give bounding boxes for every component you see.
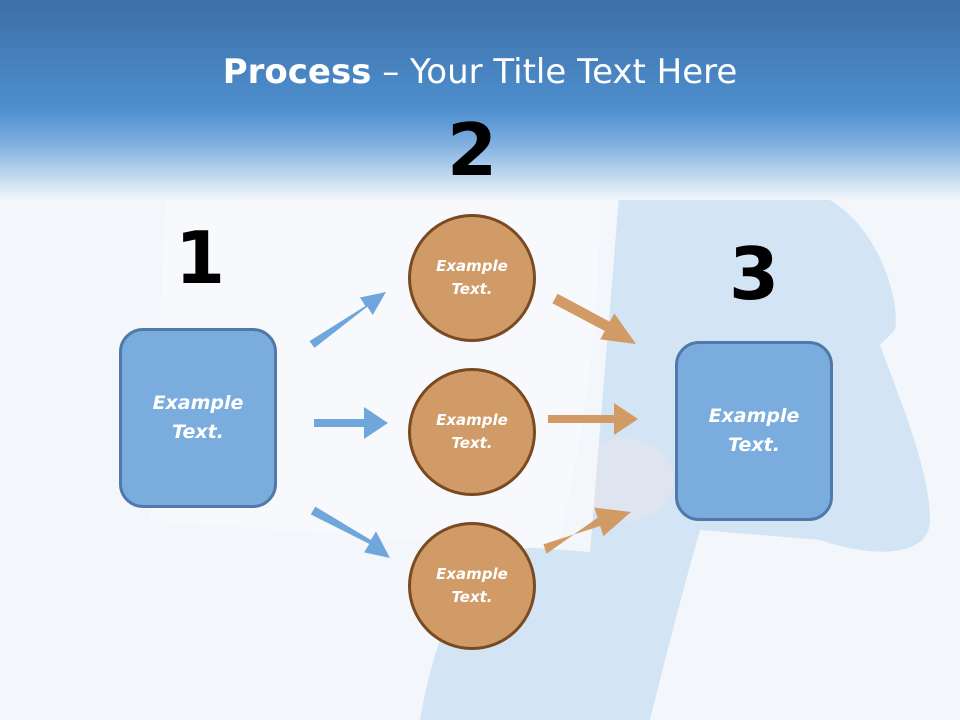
arrow-circle-middle-to-box3-icon [548, 403, 638, 435]
step-number-3: 3 [728, 232, 780, 316]
step-2-circle-bottom: Example Text. [408, 522, 536, 650]
title-bold: Process [222, 52, 372, 92]
circle-top-label: Example Text. [436, 257, 508, 298]
arrow-box1-to-circle-top-icon [309, 292, 386, 348]
title-rest: – Your Title Text Here [371, 52, 738, 92]
arrow-box1-to-circle-bottom-icon [310, 506, 390, 558]
step-number-1: 1 [174, 216, 226, 300]
step-3-box: Example Text. [675, 341, 833, 521]
step-3-label: Example Text. [708, 405, 800, 456]
circle-bottom-label: Example Text. [436, 565, 508, 606]
arrow-circle-top-to-box3-icon [552, 293, 636, 344]
arrow-box1-to-circle-middle-icon [314, 407, 388, 439]
step-2-circle-top: Example Text. [408, 214, 536, 342]
step-1-box: Example Text. [119, 328, 277, 508]
step-number-2: 2 [446, 108, 498, 192]
slide-title: Process – Your Title Text Here [0, 52, 960, 92]
step-2-circle-middle: Example Text. [408, 368, 536, 496]
step-1-label: Example Text. [152, 392, 244, 443]
arrow-circle-bottom-to-box3-icon [543, 507, 631, 554]
circle-middle-label: Example Text. [436, 411, 508, 452]
